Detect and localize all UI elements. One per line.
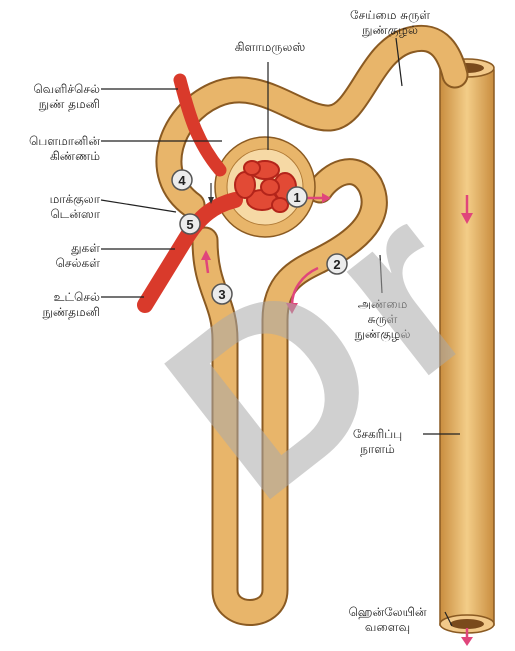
label-afferent-arteriole: உட்செல் நுண்தமனி [10,290,100,320]
label-proximal-tubule: அண்மை சுருள் நுண்குழல் [335,297,430,342]
marker-3: 3 [212,284,232,304]
label-collecting-duct: சேகரிப்பு நாளம் [335,427,420,457]
label-efferent-arteriole: வெளிச்செல் நுண் தமனி [10,82,100,112]
marker-2: 2 [327,254,347,274]
marker-1: 1 [287,187,307,207]
marker-4: 4 [172,170,192,190]
label-granular-cells: துகள் செல்கள் [10,241,100,271]
label-macula-densa: மாக்குலா டென்ஸா [10,192,100,222]
marker-5: 5 [180,214,200,234]
svg-text:1: 1 [293,190,300,205]
label-bowmans-capsule: பௌமானின் கிண்ணம் [10,134,100,164]
svg-text:2: 2 [333,257,340,272]
label-distal-tubule: சேய்மை சுருள் நுண்குழல் [335,8,445,38]
svg-text:5: 5 [186,217,193,232]
label-glomerulus: கிளாமருலஸ் [215,40,325,55]
svg-text:4: 4 [178,173,186,188]
label-loop-of-henle: ஹென்லேயின் வளைவு [335,605,440,635]
svg-text:3: 3 [218,287,225,302]
collecting-duct [440,59,494,633]
